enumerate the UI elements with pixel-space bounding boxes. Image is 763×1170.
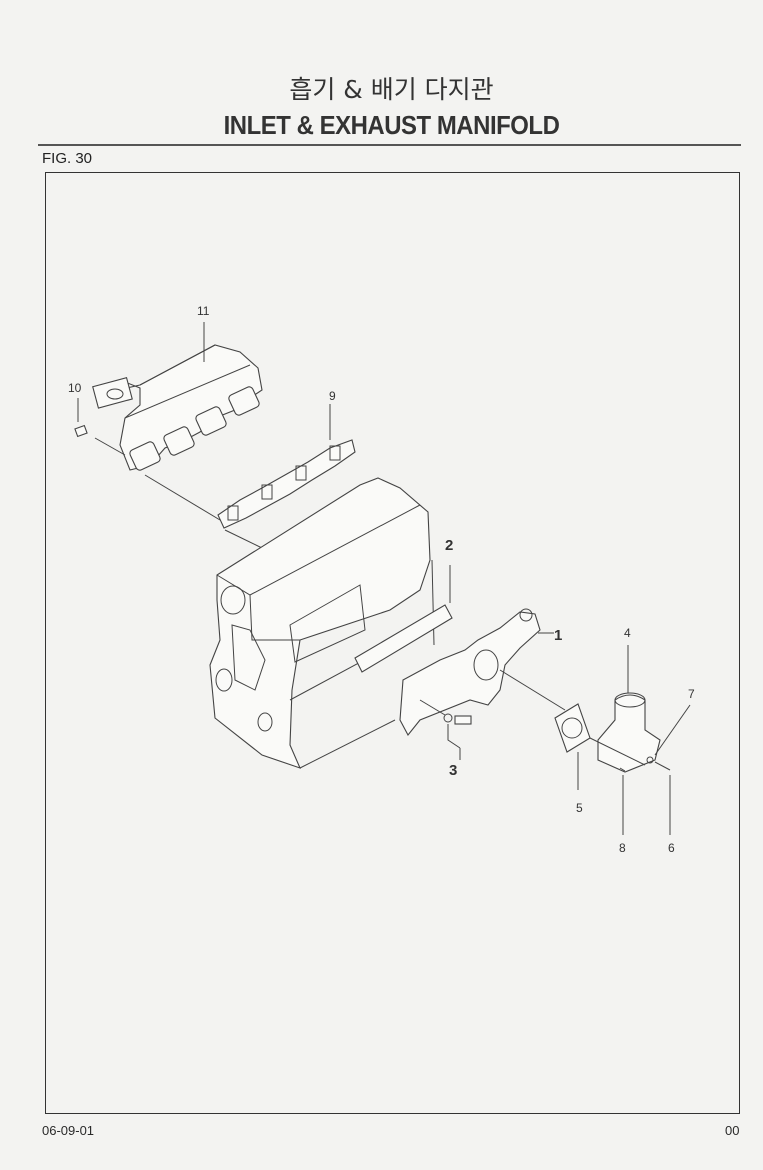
callout-1: 1 — [554, 627, 562, 644]
diagram-frame — [45, 172, 740, 1114]
elbow-fasteners — [619, 704, 691, 835]
engine-block — [209, 477, 435, 769]
inlet-gasket — [289, 565, 453, 673]
bolt-10 — [74, 398, 126, 456]
callout-3: 3 — [449, 762, 457, 779]
exhaust-manifold — [92, 344, 263, 471]
elbow-gasket — [554, 703, 591, 790]
inlet-elbow — [589, 645, 661, 773]
exhaust-gasket — [144, 404, 356, 549]
title-korean: 흡기 & 배기 다지관 — [289, 75, 494, 104]
footer-date-code: 06-09-01 — [42, 1123, 95, 1138]
inlet-manifold — [399, 608, 566, 736]
callout-11: 11 — [197, 304, 210, 318]
header-rule — [38, 144, 741, 146]
callout-8: 8 — [619, 841, 626, 855]
callout-4: 4 — [624, 626, 631, 640]
callout-5: 5 — [576, 801, 583, 815]
callout-6: 6 — [668, 841, 675, 855]
callout-7: 7 — [688, 687, 695, 701]
callout-2: 2 — [445, 537, 453, 554]
bolt-3 — [419, 699, 472, 760]
figure-label: FIG. 30 — [42, 150, 93, 167]
callout-9: 9 — [329, 389, 336, 403]
title-english: INLET & EXHAUST MANIFOLD — [223, 110, 560, 140]
callout-10: 10 — [68, 381, 82, 395]
footer-page-number: 00 — [725, 1123, 740, 1138]
